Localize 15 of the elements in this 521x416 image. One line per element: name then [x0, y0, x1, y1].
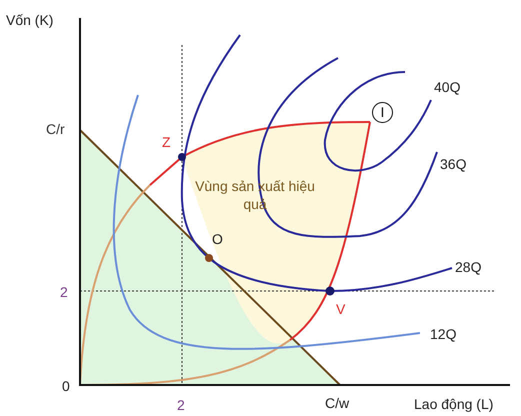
point-label: V	[336, 301, 346, 317]
curve-label: 28Q	[455, 259, 482, 275]
point-label: Z	[162, 134, 171, 150]
curve-label: 40Q	[434, 79, 460, 95]
axis-tick-label: 0	[62, 378, 70, 394]
axis-tick-label: 2	[60, 284, 68, 300]
circled-letter: I	[372, 102, 393, 123]
curve-label: 36Q	[440, 156, 466, 172]
axis-tick-label: C/r	[46, 121, 65, 137]
axis-tick-label: 2	[177, 397, 185, 413]
point-label: O	[212, 231, 223, 247]
axis-tick-label: C/w	[325, 395, 350, 411]
axis-title: Lao động (L)	[414, 396, 494, 412]
curve-label: 12Q	[430, 326, 456, 342]
axis-title: Vốn (K)	[6, 12, 54, 28]
